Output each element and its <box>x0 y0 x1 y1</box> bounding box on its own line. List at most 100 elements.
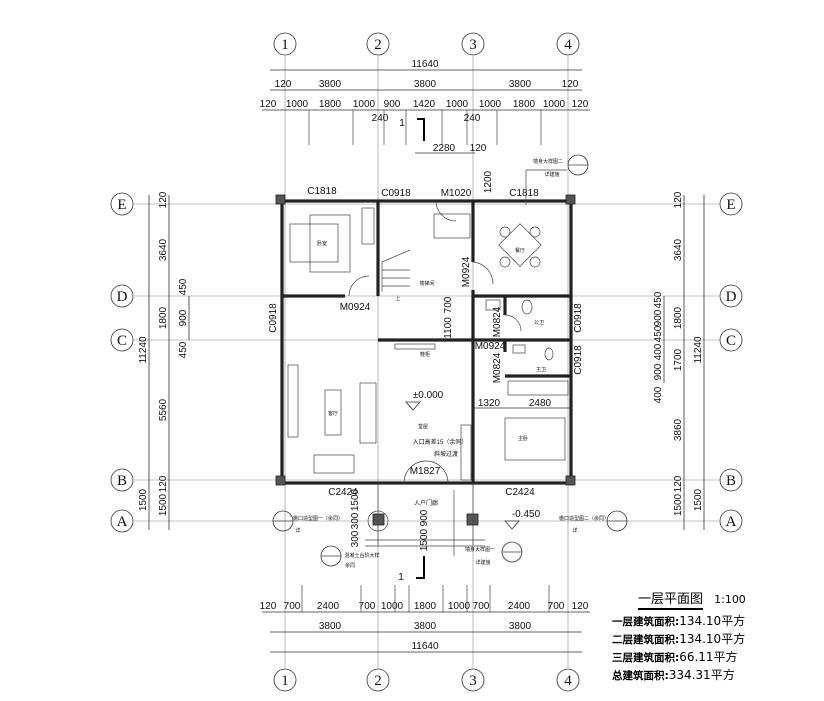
area-label: 三层建筑面积: <box>612 652 680 664</box>
axes-vertical-1: 2 <box>374 673 382 689</box>
circle-mark <box>719 328 743 352</box>
circle-mark <box>110 509 134 533</box>
section-mark-bottom: 1 <box>398 572 404 583</box>
openings-c0918-top: C0918 <box>381 188 411 199</box>
dims-right-outer-bottom: 1500 <box>693 488 704 511</box>
circle-mark <box>110 284 134 308</box>
g-mark <box>308 110 542 145</box>
rect-mark <box>275 194 286 205</box>
openings-m0924-bed: M0924 <box>340 302 371 313</box>
dims-left-fine-0: 450 <box>178 278 189 295</box>
circle-mark <box>556 32 580 56</box>
notes-ramp: 斜坡过渡 <box>434 450 458 458</box>
rooms-bath2: 主卫 <box>536 366 546 373</box>
drawing-title: 一层平面图 <box>638 592 704 610</box>
dims-top-fine-3: 1000 <box>353 99 376 110</box>
circle-mark <box>529 256 541 268</box>
dims-top-extra-3: 120 <box>470 143 487 154</box>
circle-mark <box>110 328 134 352</box>
dims-bottom-fine-0: 120 <box>260 601 277 612</box>
axis-E-right: E <box>719 192 743 216</box>
notes-eave-detail2: 檐口造型图二（余同） <box>559 515 609 522</box>
path-mark <box>504 520 520 530</box>
circle-mark <box>719 509 743 533</box>
area-row: 三层建筑面积:66.11平方 <box>612 649 782 667</box>
area-value: 134.10平方 <box>679 632 746 646</box>
section-cut-bottom <box>416 556 425 579</box>
area-value: 66.11平方 <box>679 650 738 664</box>
sink-icon <box>485 299 501 311</box>
wardrobe-icon <box>361 207 375 245</box>
dims-bottom-fine-1: 700 <box>284 601 301 612</box>
dims-right-fine-2: 450 <box>653 325 664 342</box>
toilet-icon-2 <box>544 347 554 361</box>
area-row: 二层建筑面积:134.10平方 <box>612 631 782 649</box>
dims-left-mid-5: 1500 <box>158 493 169 516</box>
notes-step-detail: 混凝土台阶大样 <box>344 552 379 559</box>
axes-horizontal-4: A <box>726 514 737 530</box>
section-mark-top: 1 <box>399 118 405 129</box>
floor-level: ±0.000 <box>413 390 444 401</box>
axis-bubbles: 1 2 3 4 1 2 3 4 E D C B A E D C B A <box>110 32 743 692</box>
path-mark <box>405 401 421 411</box>
rect-mark <box>289 223 339 263</box>
dims-right-mid-2: 1800 <box>673 306 684 329</box>
annotations: ±0.000 -0.450 入口高差15（余同） 斜坡过渡 墙身大样图二 详建施… <box>272 154 628 583</box>
dims-right-mid-3: 1700 <box>673 348 684 371</box>
dims-top-extra-4: 1200 <box>483 170 494 193</box>
dims-bottom-fine-6: 1000 <box>448 601 471 612</box>
area-row: 一层建筑面积:134.10平方 <box>612 613 782 631</box>
entry-door-icon <box>403 460 449 484</box>
dims-bottom-fine-3: 700 <box>359 601 376 612</box>
dims-left-mid-2: 1800 <box>158 306 169 329</box>
g-mark <box>301 585 550 612</box>
area-value: 334.31平方 <box>668 668 735 682</box>
walls <box>275 194 576 547</box>
dims-inner-2: 1320 <box>478 398 501 409</box>
notes-wall-detail2: 墙身大样图二 <box>533 158 563 165</box>
dims-bottom-fine-5: 1800 <box>414 601 437 612</box>
dining-table-icon <box>498 223 542 268</box>
circle-mark <box>461 32 485 56</box>
dims-bottom-mid-0: 3800 <box>319 621 342 632</box>
outside-level: -0.450 <box>512 509 541 520</box>
legend-title-row: 一层平面图 1:100 <box>638 588 782 610</box>
rect-mark <box>460 424 472 481</box>
axis-A-left: A <box>110 509 134 533</box>
dims-right-fine-5: 400 <box>653 386 664 403</box>
section-cut-top <box>417 118 425 141</box>
dims-left-fine-1: 900 <box>178 309 189 326</box>
rooms-shoe: 鞋柜 <box>420 351 430 358</box>
rect-mark <box>565 475 576 486</box>
tv-cabinet-icon <box>287 364 299 438</box>
dims-right-fine-4: 900 <box>653 363 664 380</box>
axis-2-top: 2 <box>366 32 390 56</box>
notes-wall-detail1: 墙身大样图一 <box>465 546 495 553</box>
openings-c0918-right1: C0918 <box>573 303 584 333</box>
notes-wall-detail2-ref: 详建施 <box>544 171 559 178</box>
dims-left-mid-1: 3640 <box>158 238 169 261</box>
dims-top-extra-1: 240 <box>464 113 481 124</box>
axis-2-bottom: 2 <box>366 668 390 692</box>
axis-1-bottom: 1 <box>273 668 297 692</box>
dims-bottom-fine-9: 700 <box>548 601 565 612</box>
opening-labels: C1818 C0918 M1020 C1818 M0924 M0924 C091… <box>268 186 584 498</box>
dims-top-fine-9: 1000 <box>543 99 566 110</box>
area-label: 总建筑面积: <box>612 670 669 682</box>
circle-mark <box>461 668 485 692</box>
inner-dimensions: 700 1100 1320 2480 1500 300 300 1500 900 <box>350 296 571 551</box>
axis-4-bottom: 4 <box>556 668 580 692</box>
circle-mark <box>499 226 511 238</box>
left-dimensions: 11240 1500 120 3640 1800 5560 120 1500 4… <box>138 191 190 530</box>
dims-right-fine-0: 450 <box>653 291 664 308</box>
axes-vertical-3: 4 <box>564 673 572 689</box>
rect-mark <box>433 213 471 239</box>
openings-m0824-1: M0824 <box>492 306 503 337</box>
shoe-cabinet-icon <box>394 343 436 350</box>
dims-top-fine-10: 120 <box>572 99 589 110</box>
rect-mark <box>466 513 479 526</box>
dims-inner-5: 300 <box>350 512 361 529</box>
door-swing-2 <box>472 261 494 285</box>
dims-right-mid-1: 3640 <box>673 238 684 261</box>
dims-bottom-fine-4: 1000 <box>381 601 404 612</box>
